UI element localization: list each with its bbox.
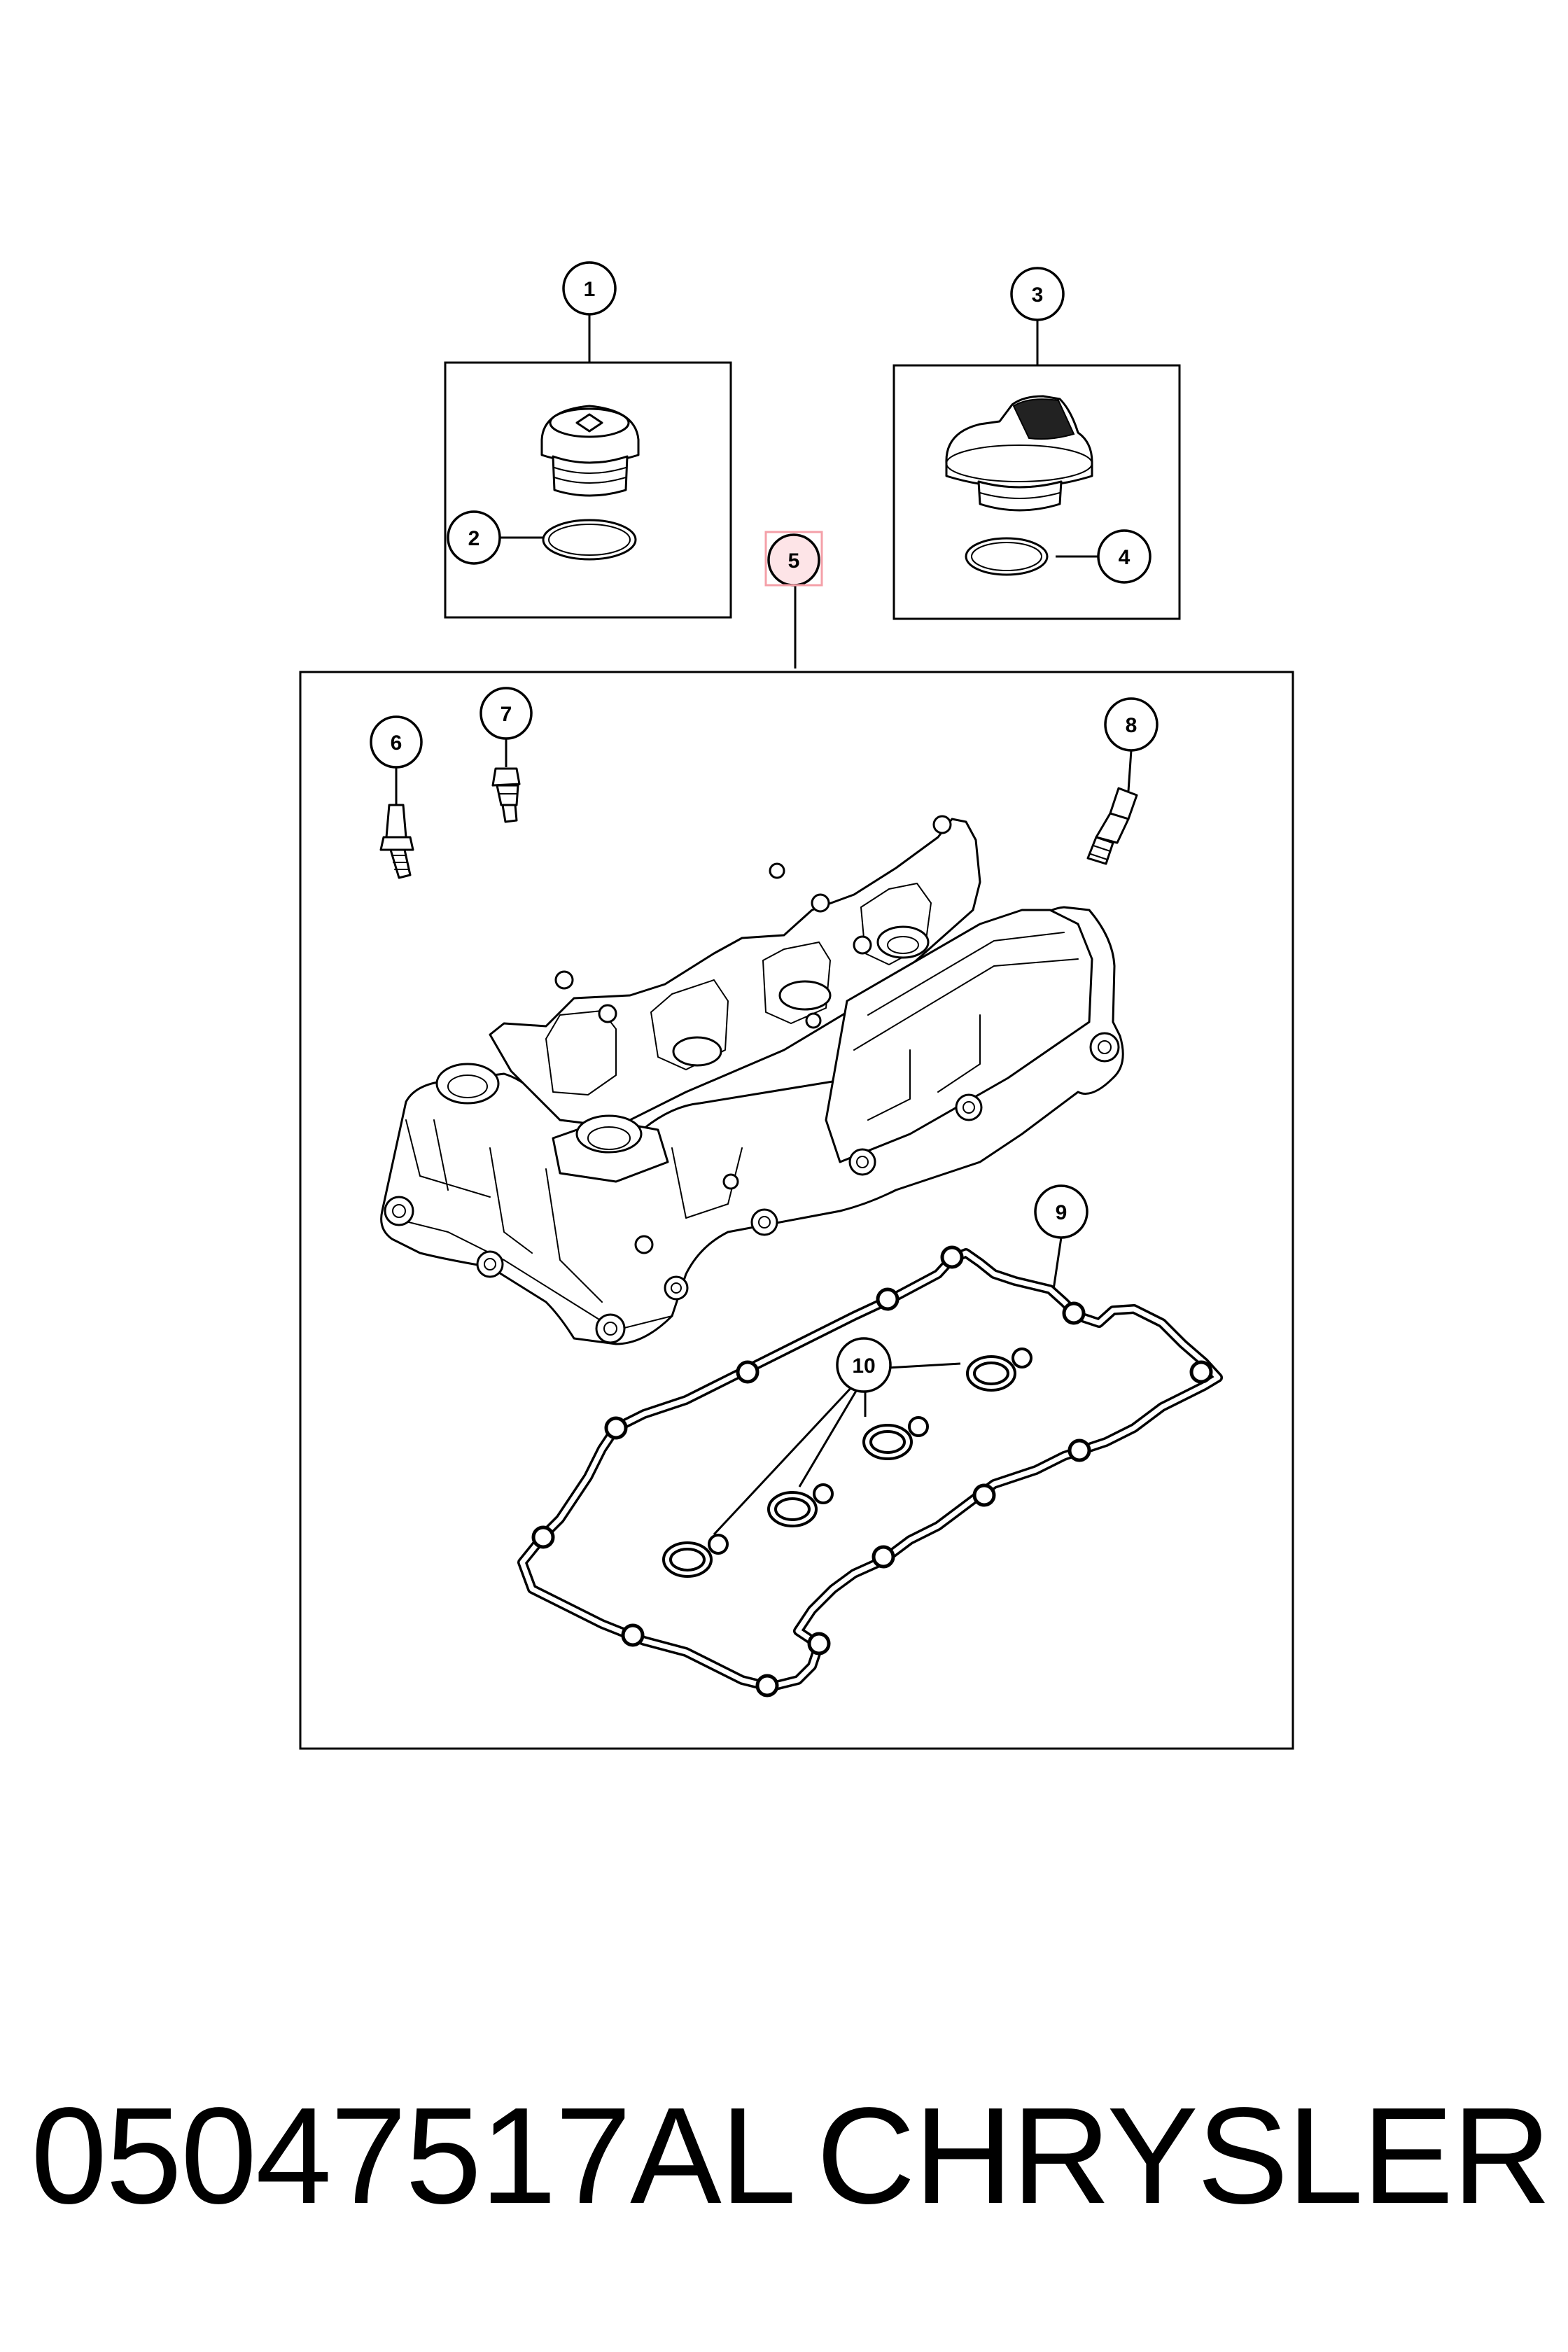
oil-cap-group-frame (444, 361, 732, 619)
valve-cover-gasket (517, 1245, 1223, 1698)
tube-seal-2 (862, 1416, 929, 1460)
svg-text:9: 9 (1056, 1201, 1068, 1224)
tube-seal-4 (662, 1534, 729, 1578)
tube-seal-1 (966, 1348, 1032, 1392)
svg-text:3: 3 (1032, 284, 1044, 307)
valve-cover (380, 815, 1124, 1345)
filler-cap-seal (965, 537, 1049, 576)
callout-1: 1 (562, 261, 617, 316)
svg-text:2: 2 (468, 527, 480, 550)
svg-text:1: 1 (584, 278, 596, 301)
callout-6: 6 (370, 715, 423, 769)
svg-text:4: 4 (1119, 546, 1130, 569)
footer-caption: 05047517AL CHRYSLER (31, 2072, 1551, 2240)
callout-2: 2 (447, 510, 501, 565)
oil-filler-plug (540, 405, 640, 497)
callout-5: 5 (764, 531, 823, 587)
svg-text:5: 5 (788, 550, 800, 573)
callout-10: 10 (836, 1337, 892, 1393)
callout-9: 9 (1034, 1184, 1088, 1239)
valve-cover-group-frame (299, 671, 1294, 1750)
callout-7: 7 (479, 687, 533, 740)
callout-4: 4 (1097, 529, 1152, 584)
cover-bolt (491, 767, 521, 823)
tube-seal-3 (767, 1483, 834, 1527)
tube-seals (662, 1348, 1032, 1578)
svg-text:6: 6 (391, 732, 402, 755)
svg-text:8: 8 (1126, 714, 1138, 737)
callout-8: 8 (1104, 697, 1158, 752)
oil-plug-seal-ring (542, 519, 637, 561)
part-number: 05047517AL (31, 2079, 797, 2232)
brand-name: CHRYSLER (816, 2079, 1551, 2232)
leader-lines (395, 314, 1133, 1536)
svg-text:7: 7 (500, 703, 512, 726)
stud-bolt (379, 804, 414, 879)
svg-text:10: 10 (852, 1354, 875, 1378)
callout-3: 3 (1010, 267, 1065, 321)
oil-filler-cap (945, 395, 1093, 512)
pcv-sensor (1086, 787, 1138, 865)
